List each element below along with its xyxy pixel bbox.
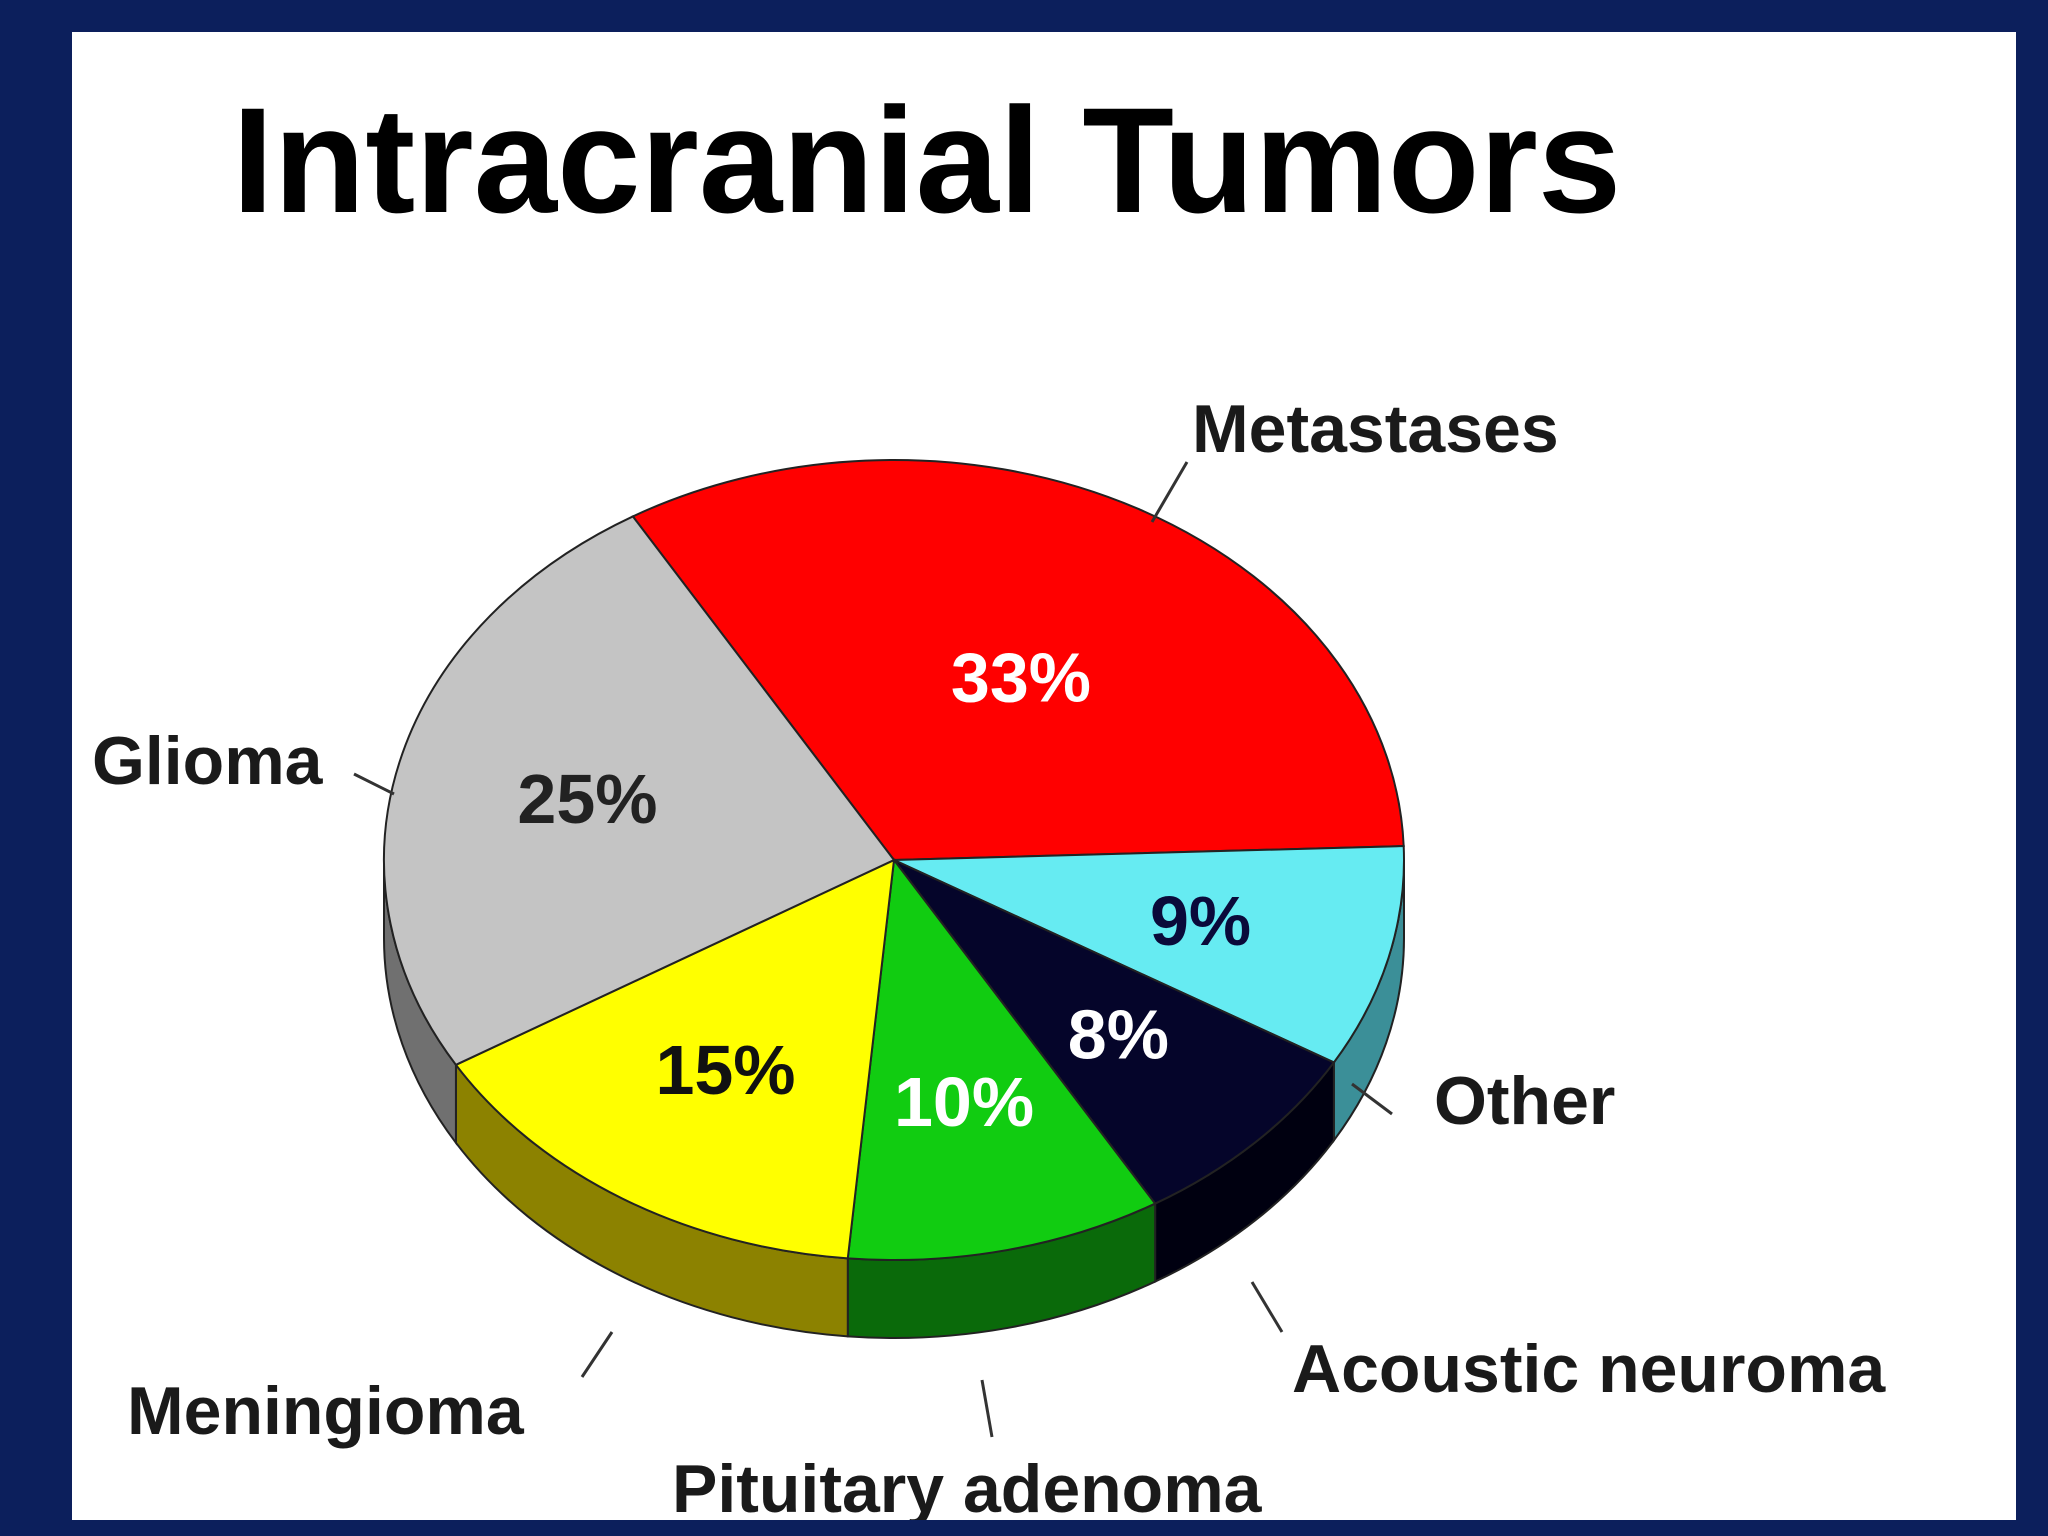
category-label-metastases: Metastases [1192, 391, 1559, 467]
leader-line-glioma [353, 772, 395, 796]
chart-panel: Intracranial Tumors 33% 9% 8% 10% 15% 25% Meta… [72, 32, 2016, 1520]
pie-slice-glioma [383, 515, 896, 1067]
pie-slice-acoustic-neuroma [893, 859, 1336, 1205]
category-label-pituitary-adenoma: Pituitary adenoma [672, 1451, 1263, 1520]
value-label-acoustic-neuroma: 8% [1068, 996, 1169, 1074]
pie-slice-pituitary-adenoma [846, 857, 1157, 1261]
pie-labels: 33% 9% 8% 10% 15% 25% MetastasesOtherAcoustic … [92, 391, 1886, 1520]
pie-sides [383, 859, 1405, 1339]
leader-line-pituitary-adenoma [980, 1379, 994, 1438]
category-label-acoustic-neuroma: Acoustic neuroma [1292, 1331, 1886, 1407]
leader-line-acoustic-neuroma [1250, 1281, 1284, 1333]
leader-line-metastases [1150, 461, 1189, 523]
label-leader-lines [353, 461, 1393, 1438]
pie-slice-meningioma [454, 858, 896, 1260]
value-label-pituitary-adenoma: 10% [894, 1063, 1034, 1141]
chart-title: Intracranial Tumors [232, 76, 1621, 244]
pie-slices [383, 459, 1406, 1261]
category-label-other: Other [1434, 1063, 1615, 1139]
value-label-other: 9% [1150, 882, 1251, 960]
leader-line-other [1351, 1082, 1393, 1116]
value-label-metastases: 33% [951, 638, 1091, 716]
value-label-meningioma: 15% [655, 1031, 795, 1109]
category-label-glioma: Glioma [92, 723, 324, 799]
pie-slice-metastases [631, 459, 1405, 862]
leader-line-meningioma [580, 1331, 614, 1378]
pie-chart: Intracranial Tumors 33% 9% 8% 10% 15% 25% Meta… [92, 76, 1886, 1520]
pie-slice-other [893, 845, 1406, 1064]
category-label-meningioma: Meningioma [127, 1373, 525, 1449]
value-label-glioma: 25% [517, 760, 657, 838]
